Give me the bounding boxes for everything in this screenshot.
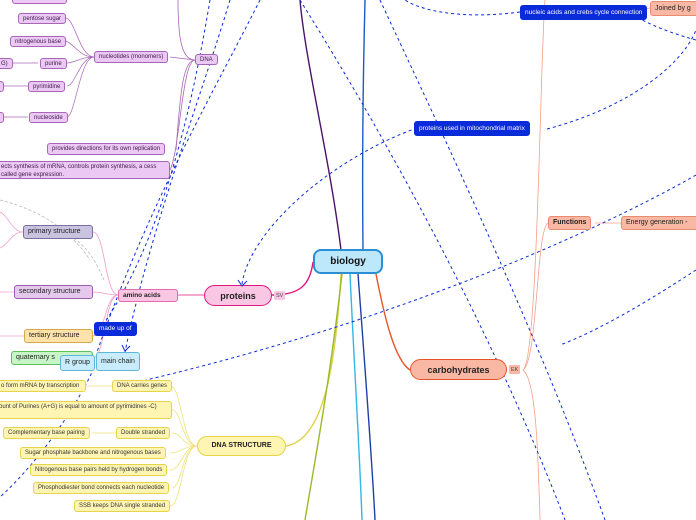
replication-node[interactable]: provides directions for its own replicat… bbox=[47, 143, 166, 155]
phosphodiester-node[interactable]: Phosphodiester bond connects each nucleo… bbox=[33, 482, 170, 494]
pentose-sugar-node[interactable]: pentose sugar bbox=[18, 13, 67, 24]
nucleoside-node[interactable]: nucleoside bbox=[29, 112, 68, 123]
mrna-transcription-node[interactable]: o form mRNA by transcription bbox=[0, 380, 86, 392]
double-stranded-node[interactable]: Double stranded bbox=[116, 427, 171, 439]
dna-carries-genes-node[interactable]: DNA carries genes bbox=[112, 380, 173, 392]
joined-by-node[interactable]: Joined by g bbox=[650, 1, 696, 16]
pyrimidine-node[interactable]: pyrimidine bbox=[28, 81, 66, 92]
hydrogen-bonds-node[interactable]: Nitrogenous base pairs held by hydrogen … bbox=[30, 464, 168, 476]
nucleic-acids-relation-label[interactable]: nucleic acids and crebs cycle connection bbox=[520, 5, 648, 20]
carbohydrates-node[interactable]: carbohydrates bbox=[410, 359, 507, 380]
nitrogenous-base-node[interactable]: nitrogenous base bbox=[10, 36, 67, 47]
chargaff-rule-node[interactable]: ount of Purines (A+G) is equal to amount… bbox=[0, 401, 172, 419]
proteins-tag: SV bbox=[274, 291, 286, 300]
functions-node[interactable]: Functions bbox=[548, 216, 592, 230]
main-chain-node[interactable]: main chain bbox=[96, 352, 140, 371]
energy-generation-node[interactable]: Energy generation - bbox=[621, 216, 696, 230]
complementary-pairing-node[interactable]: Complementary base pairing bbox=[3, 427, 90, 439]
tertiary-structure-node[interactable]: tertiary structure bbox=[24, 329, 93, 343]
secondary-structure-node[interactable]: secondary structure bbox=[14, 285, 93, 299]
pyrimidine-child-node[interactable] bbox=[0, 81, 4, 92]
central-topic[interactable]: biology bbox=[313, 249, 383, 274]
top-cut-node[interactable] bbox=[12, 0, 67, 4]
ssb-node[interactable]: SSB keeps DNA single stranded bbox=[74, 500, 171, 512]
nucleotides-node[interactable]: nucleotides (monomers) bbox=[94, 51, 169, 63]
made-up-of-node[interactable]: made up of bbox=[94, 322, 137, 336]
primary-structure-node[interactable]: primary structure bbox=[23, 225, 93, 239]
carbohydrates-label: carbohydrates bbox=[427, 364, 490, 375]
proteins-node[interactable]: proteins bbox=[204, 285, 272, 306]
purine-child-node[interactable]: G) bbox=[0, 58, 13, 69]
nucleoside-child-node[interactable] bbox=[0, 112, 4, 123]
gene-expression-node[interactable]: ects synthesis of mRNA, controls protein… bbox=[0, 161, 170, 179]
carbohydrates-tag: EK bbox=[509, 365, 521, 374]
r-group-node[interactable]: R group bbox=[60, 355, 95, 371]
purine-node[interactable]: purine bbox=[40, 58, 67, 69]
proteins-label: proteins bbox=[220, 290, 256, 301]
mitochondrial-matrix-relation-label[interactable]: proteins used in mitochondrial matrix bbox=[414, 121, 530, 136]
central-topic-label: biology bbox=[330, 255, 366, 267]
amino-acids-node[interactable]: amino acids bbox=[118, 289, 178, 302]
dna-node[interactable]: DNA bbox=[195, 54, 218, 65]
backbone-node[interactable]: Sugar phosphate backbone and nitrogenous… bbox=[20, 447, 166, 459]
dna-structure-node[interactable]: DNA STRUCTURE bbox=[197, 436, 286, 456]
dna-structure-label: DNA STRUCTURE bbox=[211, 442, 272, 449]
